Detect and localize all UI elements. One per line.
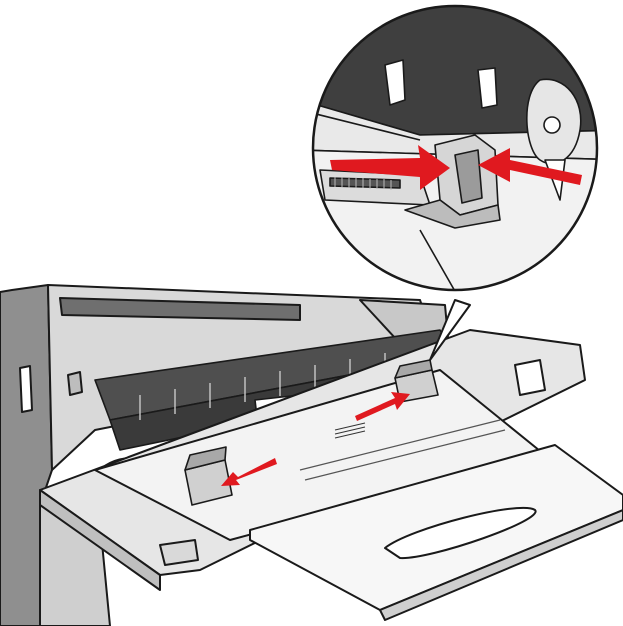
callout-pointer [429,299,471,361]
squeeze-arrow-right-icon [478,148,582,185]
squeeze-arrow-left-icon [330,145,450,190]
arrow-left-icon [221,458,277,486]
guide-arrows [221,392,410,486]
arrow-right-icon [355,392,410,421]
zoom-detail-callout [311,4,599,292]
